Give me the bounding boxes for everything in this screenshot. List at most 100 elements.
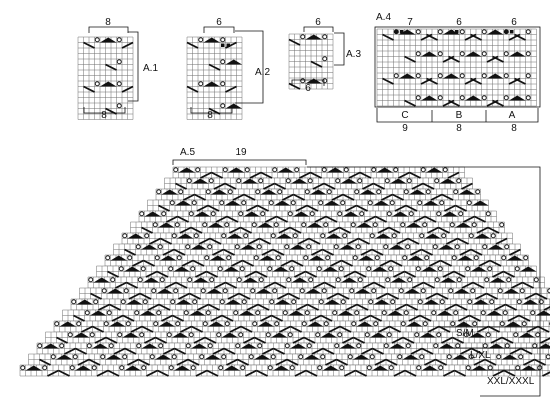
slant-left-stroke [535, 292, 548, 300]
slant-right-stroke [463, 215, 475, 223]
slant-right-stroke [429, 259, 441, 267]
slant-left-stroke [260, 171, 273, 179]
slant-left-stroke [407, 237, 420, 245]
triangle-decrease [370, 332, 387, 338]
triangle-decrease [124, 266, 141, 272]
yarn-over-circle [439, 299, 445, 305]
triangle-decrease [509, 51, 526, 57]
slant-left-stroke [382, 33, 394, 41]
slant-left-stroke [353, 336, 365, 344]
yarn-over-circle [137, 277, 143, 283]
yarn-over-circle [236, 277, 242, 283]
yarn-over-circle [533, 277, 539, 283]
slant-left-stroke [124, 248, 136, 256]
yarn-over-circle [188, 211, 194, 217]
triangle-decrease [192, 277, 209, 283]
triangle-decrease [238, 310, 255, 316]
slant-left-stroke [290, 325, 302, 333]
slant-left-stroke [223, 347, 236, 355]
yarn-over-circle [122, 354, 128, 360]
triangle-decrease [388, 244, 405, 250]
yarn-over-circle [456, 277, 462, 283]
yarn-over-circle [489, 299, 495, 305]
yarn-over-circle [499, 321, 505, 327]
triangle-decrease [436, 310, 453, 316]
slant-right-stroke [328, 226, 340, 234]
slant-left-stroke [470, 33, 482, 41]
yarn-over-circle [337, 211, 343, 217]
slant-left-stroke [109, 303, 121, 311]
triangle-decrease [458, 189, 475, 195]
triangle-decrease [240, 343, 257, 349]
yarn-over-circle [248, 354, 254, 360]
yarn-over-circle [175, 321, 181, 327]
yarn-over-circle [473, 255, 479, 261]
yarn-over-circle [309, 211, 315, 217]
yarn-over-circle [153, 321, 159, 327]
yarn-over-circle [219, 200, 225, 206]
slant-left-stroke [438, 226, 450, 234]
slant-right-stroke [461, 281, 474, 289]
yarn-over-circle [503, 95, 509, 101]
slant-left-stroke [192, 259, 205, 267]
triangle-decrease [390, 178, 407, 184]
yarn-over-circle [405, 244, 411, 250]
yarn-over-circle [185, 244, 191, 250]
a2-bottom-bracket [190, 107, 233, 114]
slant-left-stroke [158, 303, 171, 311]
yarn-over-circle [158, 343, 164, 349]
triangle-decrease [469, 332, 486, 338]
yarn-over-circle [369, 354, 375, 360]
triangle-decrease [421, 266, 438, 272]
yarn-over-circle [475, 189, 481, 195]
slant-right-stroke [200, 171, 212, 179]
slant-left-stroke [223, 248, 235, 256]
filled-square [449, 30, 453, 34]
slant-left-stroke [173, 248, 186, 256]
triangle-decrease [289, 244, 306, 250]
slant-left-stroke [339, 325, 352, 333]
slant-left-stroke [486, 292, 498, 300]
yarn-over-circle [463, 332, 469, 338]
slant-right-stroke [280, 259, 293, 267]
slant-left-stroke [206, 270, 218, 278]
yarn-over-circle [195, 167, 201, 173]
yarn-over-circle [437, 266, 443, 272]
triangle-decrease [155, 354, 172, 360]
yarn-over-circle [458, 211, 464, 217]
triangle-decrease [376, 167, 393, 173]
a5-step-9-grid-lines [104, 254, 529, 267]
yarn-over-circle [291, 299, 297, 305]
triangle-decrease [225, 103, 242, 109]
slant-left-stroke [257, 303, 270, 311]
yarn-over-circle [351, 321, 357, 327]
yarn-over-circle [224, 321, 230, 327]
slant-left-stroke [385, 358, 398, 366]
yarn-over-circle [273, 222, 279, 228]
slant-right-stroke [243, 336, 255, 344]
slant-right-stroke [279, 325, 291, 333]
triangle-decrease [537, 343, 550, 349]
yarn-over-circle [419, 354, 425, 360]
slant-left-stroke [448, 99, 460, 107]
a5-top-bracket [172, 159, 307, 165]
triangle-decrease [189, 310, 206, 316]
slant-left-stroke [323, 182, 336, 190]
yarn-over-circle [371, 167, 377, 173]
size-label-xxl-xxxl: XXL/XXXL [487, 376, 535, 387]
yarn-over-circle [202, 321, 208, 327]
slant-left-stroke [310, 171, 322, 179]
slant-left-stroke [503, 369, 516, 377]
slant-left-stroke [90, 292, 102, 300]
triangle-decrease [100, 37, 117, 43]
a2-top-count: 6 [216, 17, 222, 28]
slant-right-stroke [246, 303, 259, 311]
slant-right-stroke [509, 347, 522, 355]
triangle-decrease [520, 365, 537, 371]
slant-right-stroke [282, 193, 294, 201]
slant-right-stroke [128, 292, 141, 300]
slant-left-stroke [520, 347, 533, 355]
slant-right-stroke [195, 369, 208, 377]
yarn-over-circle [317, 365, 323, 371]
slant-left-stroke [238, 292, 251, 300]
